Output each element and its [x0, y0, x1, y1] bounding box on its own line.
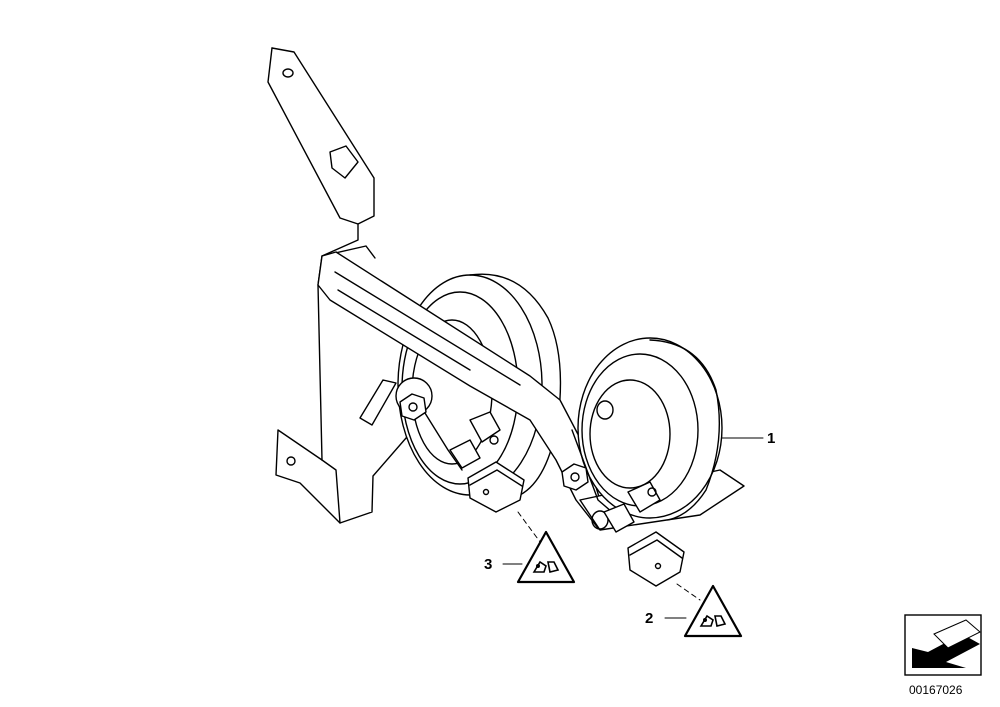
- nut-right: [561, 429, 613, 513]
- callout-1: 1: [767, 430, 775, 447]
- horn-front: [577, 337, 745, 531]
- mounting-slot: [329, 145, 359, 179]
- arrow-direction-icon: [904, 614, 982, 676]
- horn-bracket-arm: [317, 251, 615, 529]
- connector-3: [449, 411, 525, 513]
- mounting-hole: [282, 68, 294, 78]
- caution-triangle-icon: [516, 530, 576, 584]
- callout-2: 2: [645, 610, 653, 627]
- nut-left: [399, 393, 427, 421]
- callout-3: 3: [484, 556, 492, 573]
- mounting-hole: [286, 456, 296, 466]
- caution-triangle-icon: [683, 584, 743, 638]
- connector-2: [603, 481, 685, 587]
- image-number: 00167026: [909, 683, 963, 697]
